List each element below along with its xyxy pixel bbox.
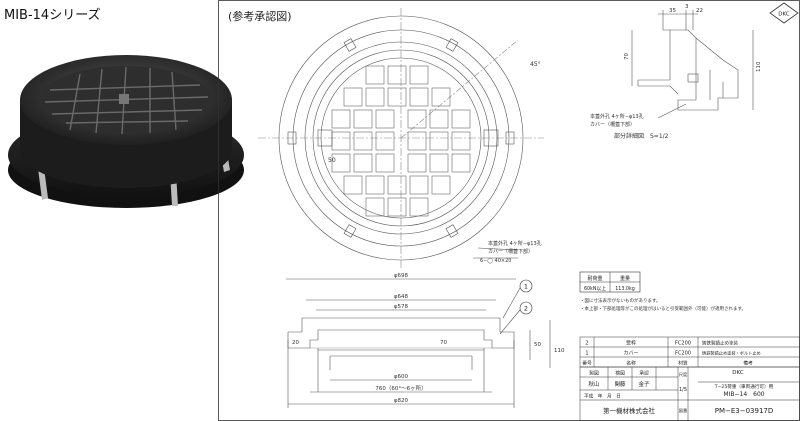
note-line-1: ・図に寸法表示がないものがあります。 (580, 297, 661, 304)
detail-dim-22: 22 (696, 8, 703, 14)
section-dim-110: 110 (554, 348, 565, 354)
detail-bolt-note: 本蓋外孔 4ヶ所−φ13孔 (590, 113, 644, 120)
product-photo (8, 55, 244, 208)
top-view-bolt-holes (287, 38, 515, 238)
note-line-2: ・本上部・下部処理等がこの処理がはいると引受範囲外（可能）が適用されます。 (580, 305, 746, 312)
top-view-cover-note: カバー（柵蓋下部） (488, 248, 533, 255)
title-number-label: 図番 (679, 407, 688, 414)
detail-view (631, 10, 754, 119)
detail-cover-note: カバー（柵蓋下部） (590, 121, 635, 128)
part-1-name: カバー (623, 351, 638, 357)
section-dim-820: φ820 (394, 398, 409, 404)
title-scale-value: 1/5 (679, 387, 687, 393)
title-model: MIB−14 600 (723, 391, 764, 398)
detail-scale-caption: 部分詳細図 S=1/2 (614, 132, 669, 140)
parts-header-spec: 備考 (743, 360, 753, 367)
top-view-dim-50: 50 (328, 157, 336, 164)
top-view-slot-note: 6−◯ 40×20 (480, 258, 511, 264)
part-1-spec: 鋳鉄製錆止め塗装・ボルト止め (702, 350, 761, 357)
title-approver: 金子 (638, 380, 650, 388)
part-1-material: FC200 (675, 351, 691, 357)
top-view (258, 8, 544, 268)
title-date-label: 平成 年 月 日 (584, 393, 621, 400)
product-title: MIB-14シリーズ (4, 8, 101, 23)
dkc-logo: DKC (769, 2, 799, 24)
parts-header-no: 番号 (582, 360, 592, 367)
section-view (286, 278, 551, 408)
photo-lid-logo (119, 94, 129, 104)
svg-text:2: 2 (524, 305, 528, 313)
section-dim-50: 50 (534, 342, 541, 348)
drawing-header-label: (参考承認図) (228, 9, 292, 23)
title-designer: 秋山 (588, 380, 599, 388)
top-view-angle-label: 45° (530, 61, 541, 68)
title-role-checker: 検図 (615, 370, 625, 377)
title-product-desc: T−25荷重（車両通行可）用 (714, 383, 774, 390)
svg-text:1: 1 (524, 283, 528, 291)
svg-text:耐荷重: 耐荷重 (587, 275, 602, 282)
top-view-bolt-note: 本蓋外孔 4ヶ所−φ13孔 (488, 240, 542, 247)
svg-text:113.0kg: 113.0kg (615, 286, 635, 292)
part-2-no: 2 (585, 341, 588, 347)
section-dim-578: φ578 (394, 304, 409, 310)
detail-dim-3: 3 (685, 4, 689, 10)
sheet-border (218, 0, 800, 421)
title-drawing-number: PM−E3−03917D (715, 407, 774, 415)
part-1-no: 1 (585, 351, 588, 357)
part-2-spec: 鋳鉄製錆止め塗装 (702, 340, 738, 347)
section-dim-648: φ648 (394, 294, 409, 300)
title-block (579, 366, 800, 421)
part-2-material: FC200 (675, 341, 691, 347)
detail-dim-110: 110 (756, 61, 762, 72)
title-role-designer: 製図 (589, 370, 599, 377)
title-scale-label: 尺度 (679, 371, 688, 378)
load-table: 耐荷重 重量 60kN以上 113.0kg (579, 271, 641, 293)
svg-text:60kN以上: 60kN以上 (584, 285, 606, 292)
part-2-name: 受枠 (626, 340, 636, 347)
title-checker: 関藤 (614, 380, 626, 388)
parts-header-material: 材質 (678, 360, 688, 367)
top-view-grid (331, 65, 471, 217)
title-company: 第一機材株式会社 (603, 406, 656, 415)
title-company-short: DKC (732, 370, 744, 376)
svg-text:重量: 重量 (620, 275, 630, 282)
section-dim-698: φ698 (394, 273, 409, 279)
section-dim-760: 760（60°〜6ヶ所） (375, 384, 426, 392)
title-role-approver: 承認 (639, 370, 649, 377)
section-dim-70: 70 (440, 340, 447, 346)
detail-dim-70: 70 (624, 53, 630, 60)
section-dim-600: φ600 (394, 374, 409, 380)
section-dim-20: 20 (292, 340, 299, 346)
parts-header-name: 名称 (626, 360, 636, 367)
section-callouts: 1 2 (519, 279, 533, 315)
svg-text:DKC: DKC (778, 12, 790, 18)
detail-dim-35: 35 (669, 8, 676, 14)
drawing-sheet: (参考承認図) DKC (218, 0, 800, 421)
